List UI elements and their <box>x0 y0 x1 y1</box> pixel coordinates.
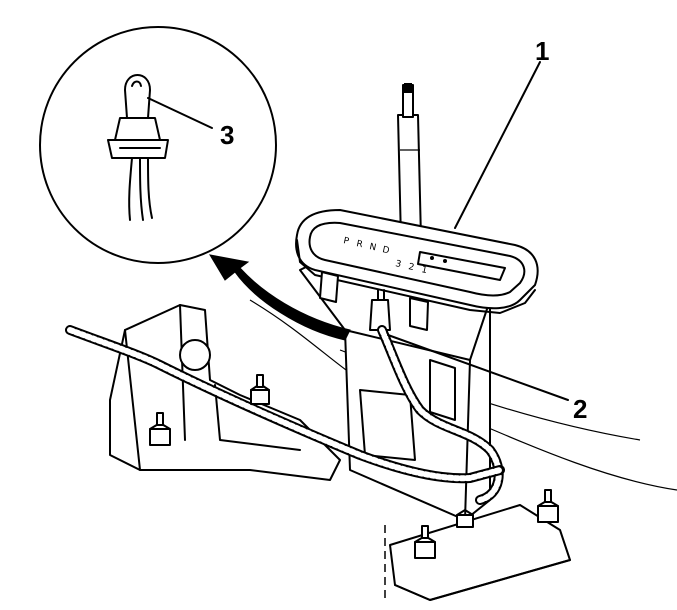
callout-2: 2 <box>573 394 587 424</box>
shifter-base-plate <box>389 504 571 601</box>
callout-3: 3 <box>220 120 234 150</box>
nut <box>250 374 270 405</box>
nut <box>456 509 474 528</box>
leader-lines <box>147 61 569 401</box>
shift-cable <box>65 325 505 484</box>
callout-1: 1 <box>535 36 549 66</box>
shift-housing <box>299 254 491 521</box>
detail-inset <box>39 26 277 264</box>
mounting-nuts <box>149 374 559 559</box>
nut <box>414 525 436 559</box>
shift-letter-1: 1 <box>420 265 428 276</box>
bulb-icon <box>107 74 169 221</box>
nut <box>537 489 559 523</box>
shift-letter-3: 3 <box>394 259 402 270</box>
removal-arrow-icon <box>209 254 351 341</box>
shift-letter-d: D <box>381 245 390 256</box>
shift-letter-2: 2 <box>407 262 415 273</box>
bulb-wire-harness <box>377 325 504 505</box>
shift-letter-r: R <box>355 239 363 250</box>
nut <box>149 412 171 446</box>
indicator-bulb-socket <box>369 289 391 331</box>
shift-indicator-bezel: P R N D 3 2 1 <box>295 209 539 331</box>
shift-letter-n: N <box>368 242 377 253</box>
shift-letter-p: P <box>342 236 350 247</box>
